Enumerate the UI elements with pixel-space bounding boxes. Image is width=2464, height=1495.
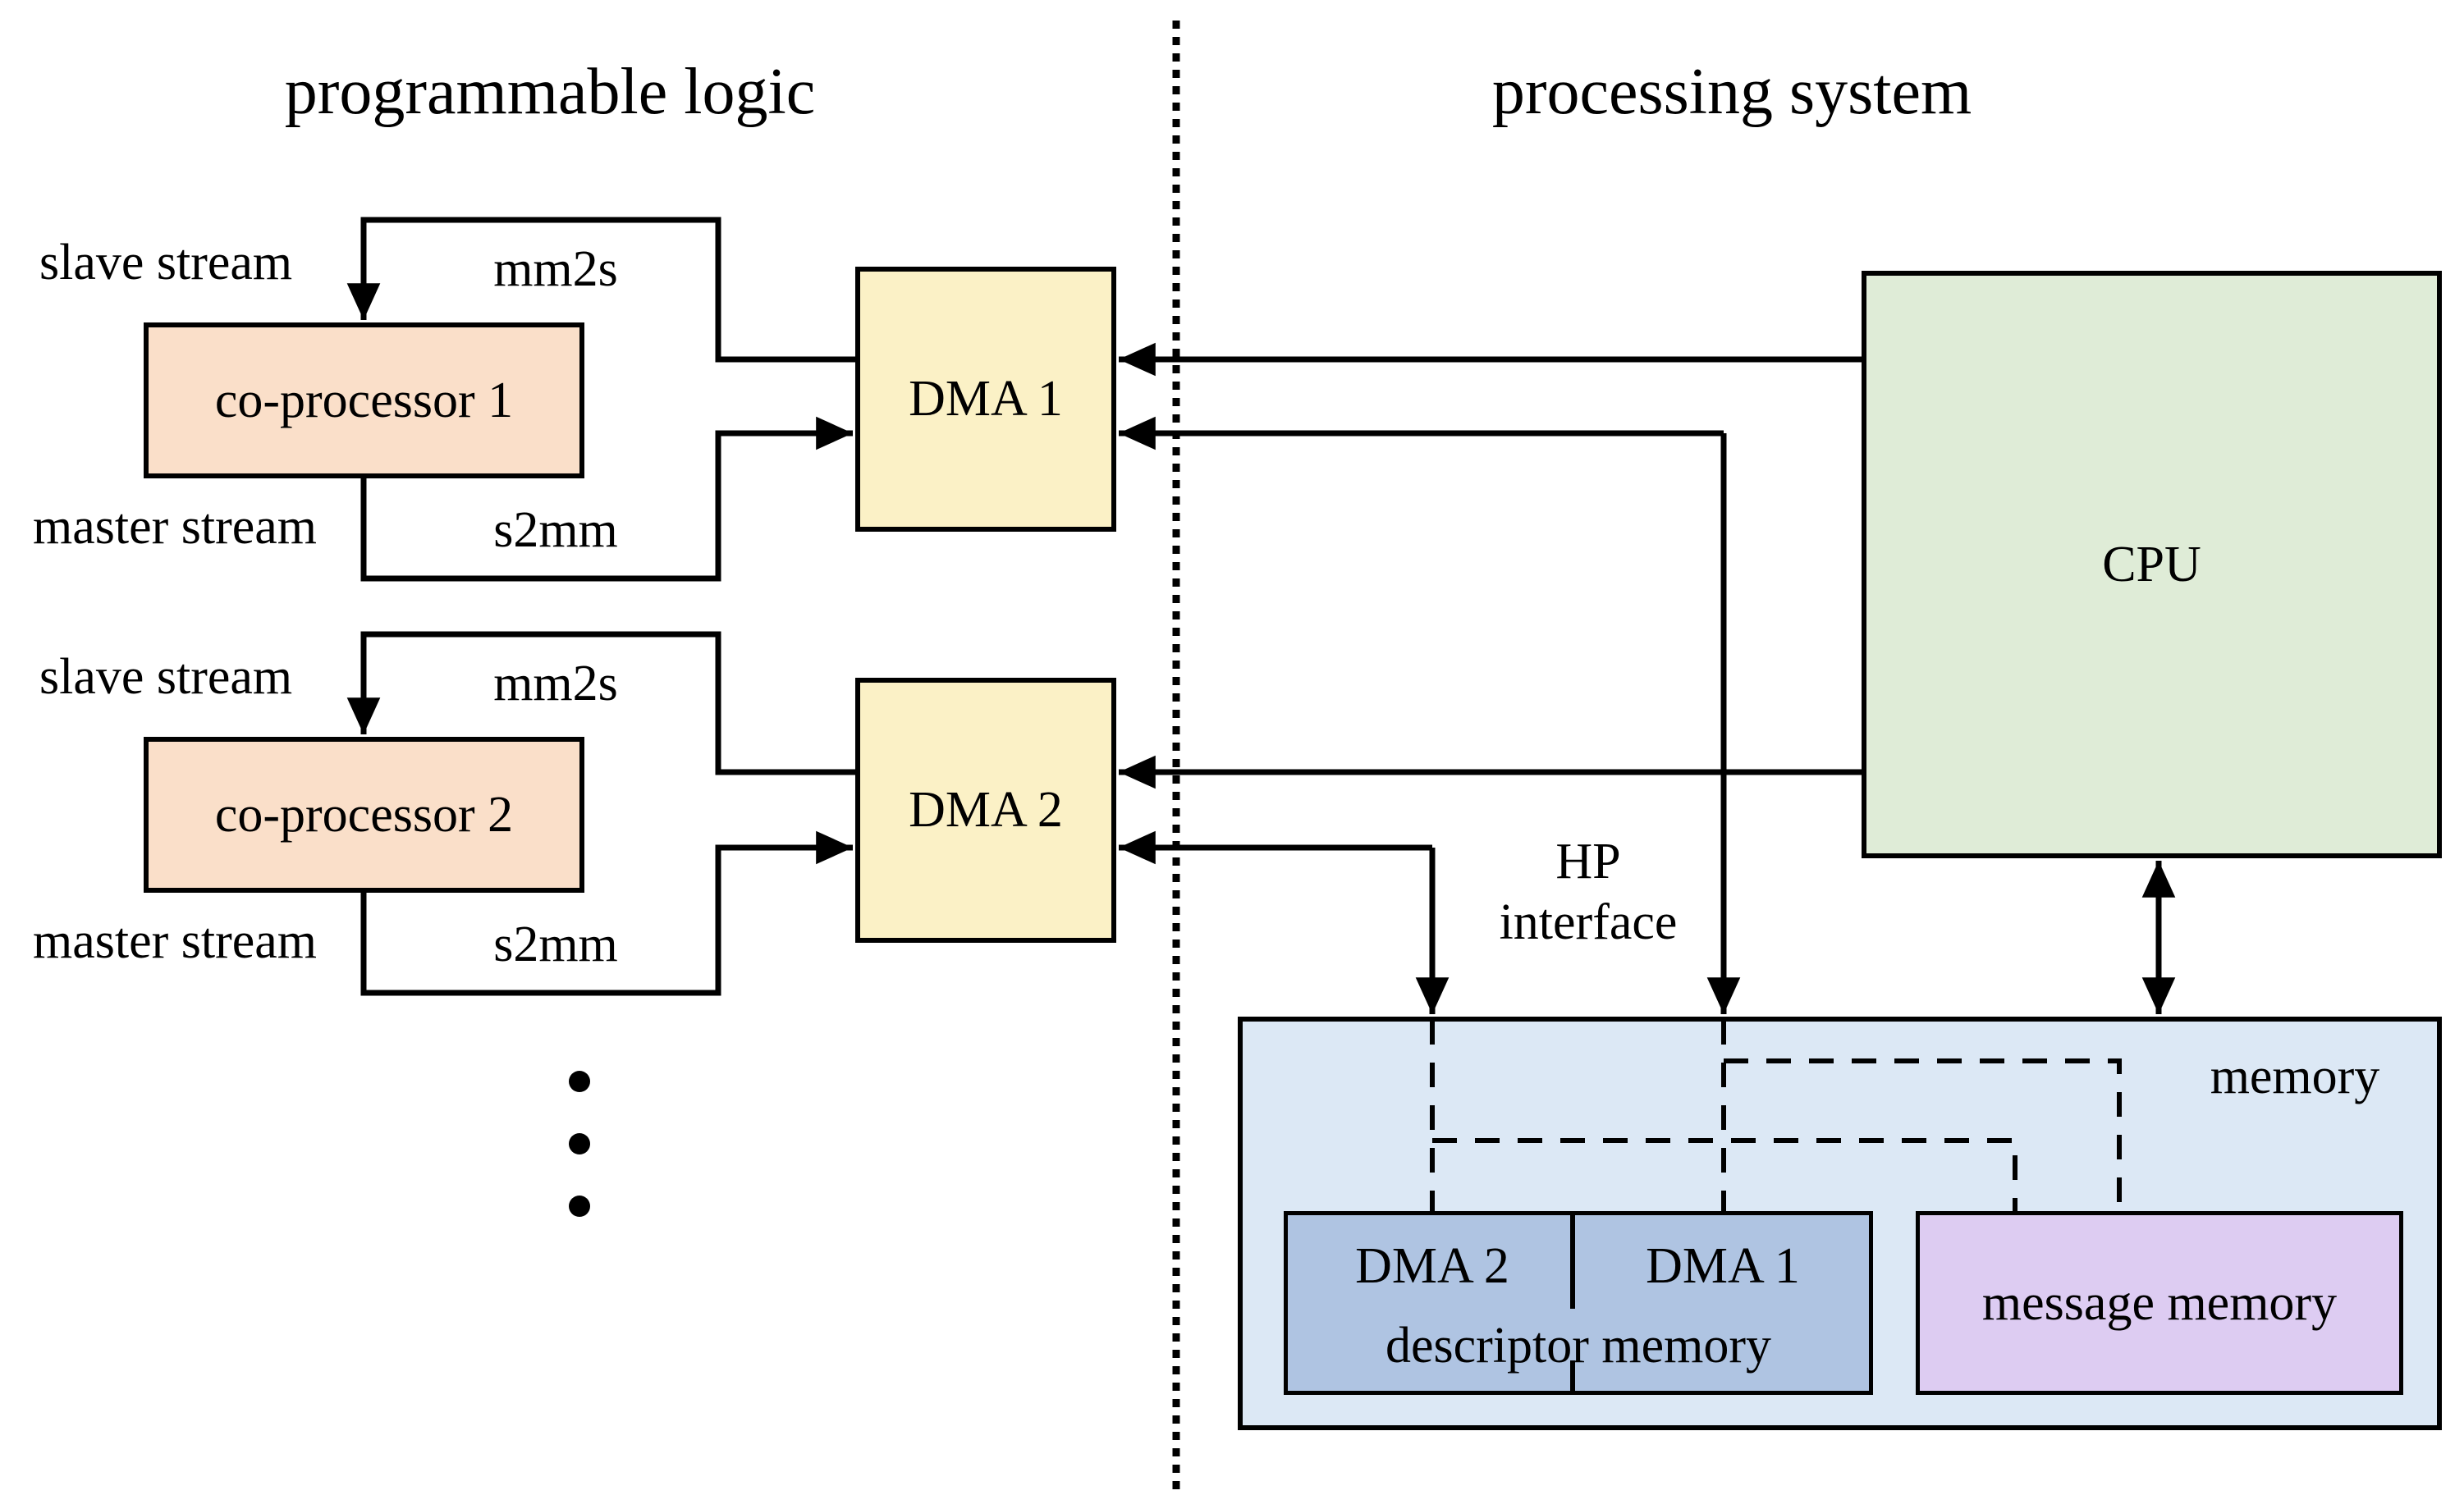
descriptor-memory-box: DMA 2 DMA 1 descriptor memory (1284, 1211, 1873, 1395)
ellipsis-dot-1 (569, 1071, 590, 1092)
master-stream-label-1: master stream (33, 499, 318, 555)
message-memory-box: message memory (1916, 1211, 2403, 1395)
dma-2-box: DMA 2 (855, 678, 1116, 943)
title-programmable-logic: programmable logic (284, 56, 816, 128)
dma-2-label: DMA 2 (909, 782, 1063, 838)
slave-stream-label-1: slave stream (39, 235, 293, 290)
slave-stream-label-2: slave stream (39, 649, 293, 705)
memory-box: memory DMA 2 DMA 1 descriptor memory mes… (1238, 1017, 2442, 1430)
memory-label: memory (2210, 1049, 2380, 1104)
master-stream-label-2: master stream (33, 913, 318, 969)
message-memory-label: message memory (1981, 1274, 2338, 1331)
hp-interface-label-line1: HP (1555, 834, 1621, 889)
ellipsis-dot-2 (569, 1133, 590, 1154)
mm2s-label-2: mm2s (493, 656, 618, 711)
coprocessor-1-label: co-processor 1 (214, 372, 514, 428)
title-processing-system: processing system (1491, 56, 1972, 128)
s2mm-label-2: s2mm (493, 917, 618, 972)
descriptor-memory-label: descriptor memory (1385, 1318, 1772, 1374)
cpu-label: CPU (2102, 536, 2201, 592)
s2mm-label-1: s2mm (493, 502, 618, 558)
mm2s-label-1: mm2s (493, 241, 618, 297)
descriptor-dma-1-label: DMA 1 (1646, 1238, 1800, 1294)
hp-interface-label-line2: interface (1499, 894, 1678, 950)
dma-1-label: DMA 1 (909, 371, 1063, 427)
coprocessor-2-label: co-processor 2 (214, 786, 514, 843)
descriptor-dma-2-label: DMA 2 (1355, 1238, 1509, 1294)
cpu-box: CPU (1862, 271, 2442, 858)
dma-1-box: DMA 1 (855, 267, 1116, 532)
ellipsis-dot-3 (569, 1196, 590, 1217)
coprocessor-1-box: co-processor 1 (144, 322, 584, 478)
coprocessor-2-box: co-processor 2 (144, 737, 584, 893)
